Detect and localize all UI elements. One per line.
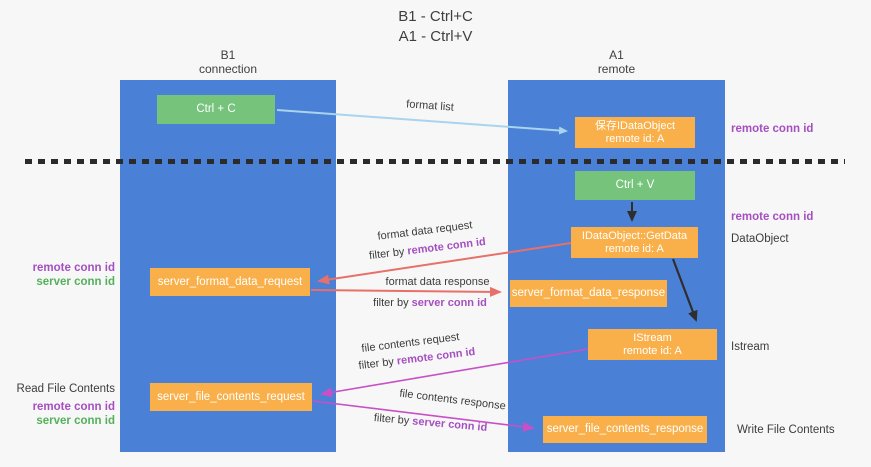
lane-header-a1: A1 remote bbox=[508, 48, 725, 76]
diagram-title: B1 - Ctrl+C A1 - Ctrl+V bbox=[0, 7, 871, 47]
filter-by-text: filter by bbox=[373, 297, 412, 309]
lane-a1-name: A1 bbox=[609, 48, 624, 62]
node-idataobject-getdata-sub: remote id: A bbox=[605, 242, 664, 255]
remote-conn-id-text: remote conn id bbox=[406, 235, 487, 258]
server-conn-id-text: server conn id bbox=[411, 415, 488, 434]
lane-a1-role: remote bbox=[597, 62, 636, 76]
flow-label-file-contents-response: file contents response bbox=[398, 387, 507, 413]
format-data-response-arrow bbox=[310, 286, 502, 297]
node-istream: IStream remote id: A bbox=[588, 329, 717, 360]
lane-b1-name: B1 bbox=[220, 48, 236, 62]
filter-by-text: filter by bbox=[373, 412, 413, 428]
right-label-dataobject: DataObject bbox=[731, 233, 789, 245]
phase-separator-dashed-line bbox=[25, 159, 845, 164]
flow-label-filter-server-2: filter by server conn id bbox=[368, 412, 494, 436]
server-conn-id-text: server conn id bbox=[411, 297, 487, 309]
title-line-1: B1 - Ctrl+C bbox=[398, 8, 473, 25]
node-server-format-data-request: server_format_data_request bbox=[150, 268, 310, 296]
node-server-file-contents-request-label: server_file_contents_request bbox=[157, 390, 305, 403]
node-server-file-contents-response: server_file_contents_response bbox=[543, 416, 707, 443]
node-istream-label: IStream bbox=[633, 331, 672, 344]
left-label-server-conn-id-top: server conn id bbox=[36, 276, 115, 288]
node-server-format-data-request-label: server_format_data_request bbox=[157, 275, 303, 288]
left-label-read-file-contents: Read File Contents bbox=[16, 383, 115, 395]
flow-label-format-data-response: format data response bbox=[385, 276, 490, 288]
node-server-format-data-response-label: server_format_data_response bbox=[511, 287, 666, 299]
node-ctrl-c: Ctrl + C bbox=[157, 95, 275, 124]
node-server-file-contents-response-label: server_file_contents_response bbox=[546, 423, 704, 435]
title-line-2: A1 - Ctrl+V bbox=[398, 28, 473, 45]
node-saved-idataobject-sub: remote id: A bbox=[605, 132, 665, 145]
flow-label-format-list: format list bbox=[405, 98, 455, 114]
node-ctrl-v: Ctrl + V bbox=[575, 171, 695, 200]
node-server-file-contents-request: server_file_contents_request bbox=[150, 383, 312, 411]
left-label-remote-conn-id-bottom: remote conn id bbox=[32, 401, 115, 413]
node-saved-idataobject-label: 保存IDataObject bbox=[594, 119, 676, 132]
left-label-server-conn-id-bottom: server conn id bbox=[36, 415, 115, 427]
node-istream-sub: remote id: A bbox=[623, 344, 682, 357]
lane-header-b1: B1 connection bbox=[120, 48, 336, 76]
flow-label-filter-server-1: filter by server conn id bbox=[370, 297, 490, 310]
node-server-format-data-response: server_format_data_response bbox=[510, 280, 667, 307]
node-saved-idataobject: 保存IDataObject remote id: A bbox=[575, 117, 695, 148]
right-label-write-file-contents: Write File Contents bbox=[737, 424, 835, 436]
node-idataobject-getdata: IDataObject::GetData remote id: A bbox=[571, 227, 698, 258]
right-label-remote-conn-id-mid: remote conn id bbox=[731, 211, 814, 223]
right-label-istream: Istream bbox=[731, 341, 770, 353]
node-ctrl-c-label: Ctrl + C bbox=[196, 103, 236, 115]
lane-b1-role: connection bbox=[198, 62, 258, 76]
filter-by-text: filter by bbox=[357, 355, 398, 373]
node-idataobject-getdata-label: IDataObject::GetData bbox=[581, 229, 688, 242]
node-ctrl-v-label: Ctrl + V bbox=[615, 179, 655, 191]
left-label-remote-conn-id-top: remote conn id bbox=[32, 262, 115, 274]
right-label-remote-conn-id-top: remote conn id bbox=[731, 123, 814, 135]
filter-by-text: filter by bbox=[368, 245, 409, 263]
